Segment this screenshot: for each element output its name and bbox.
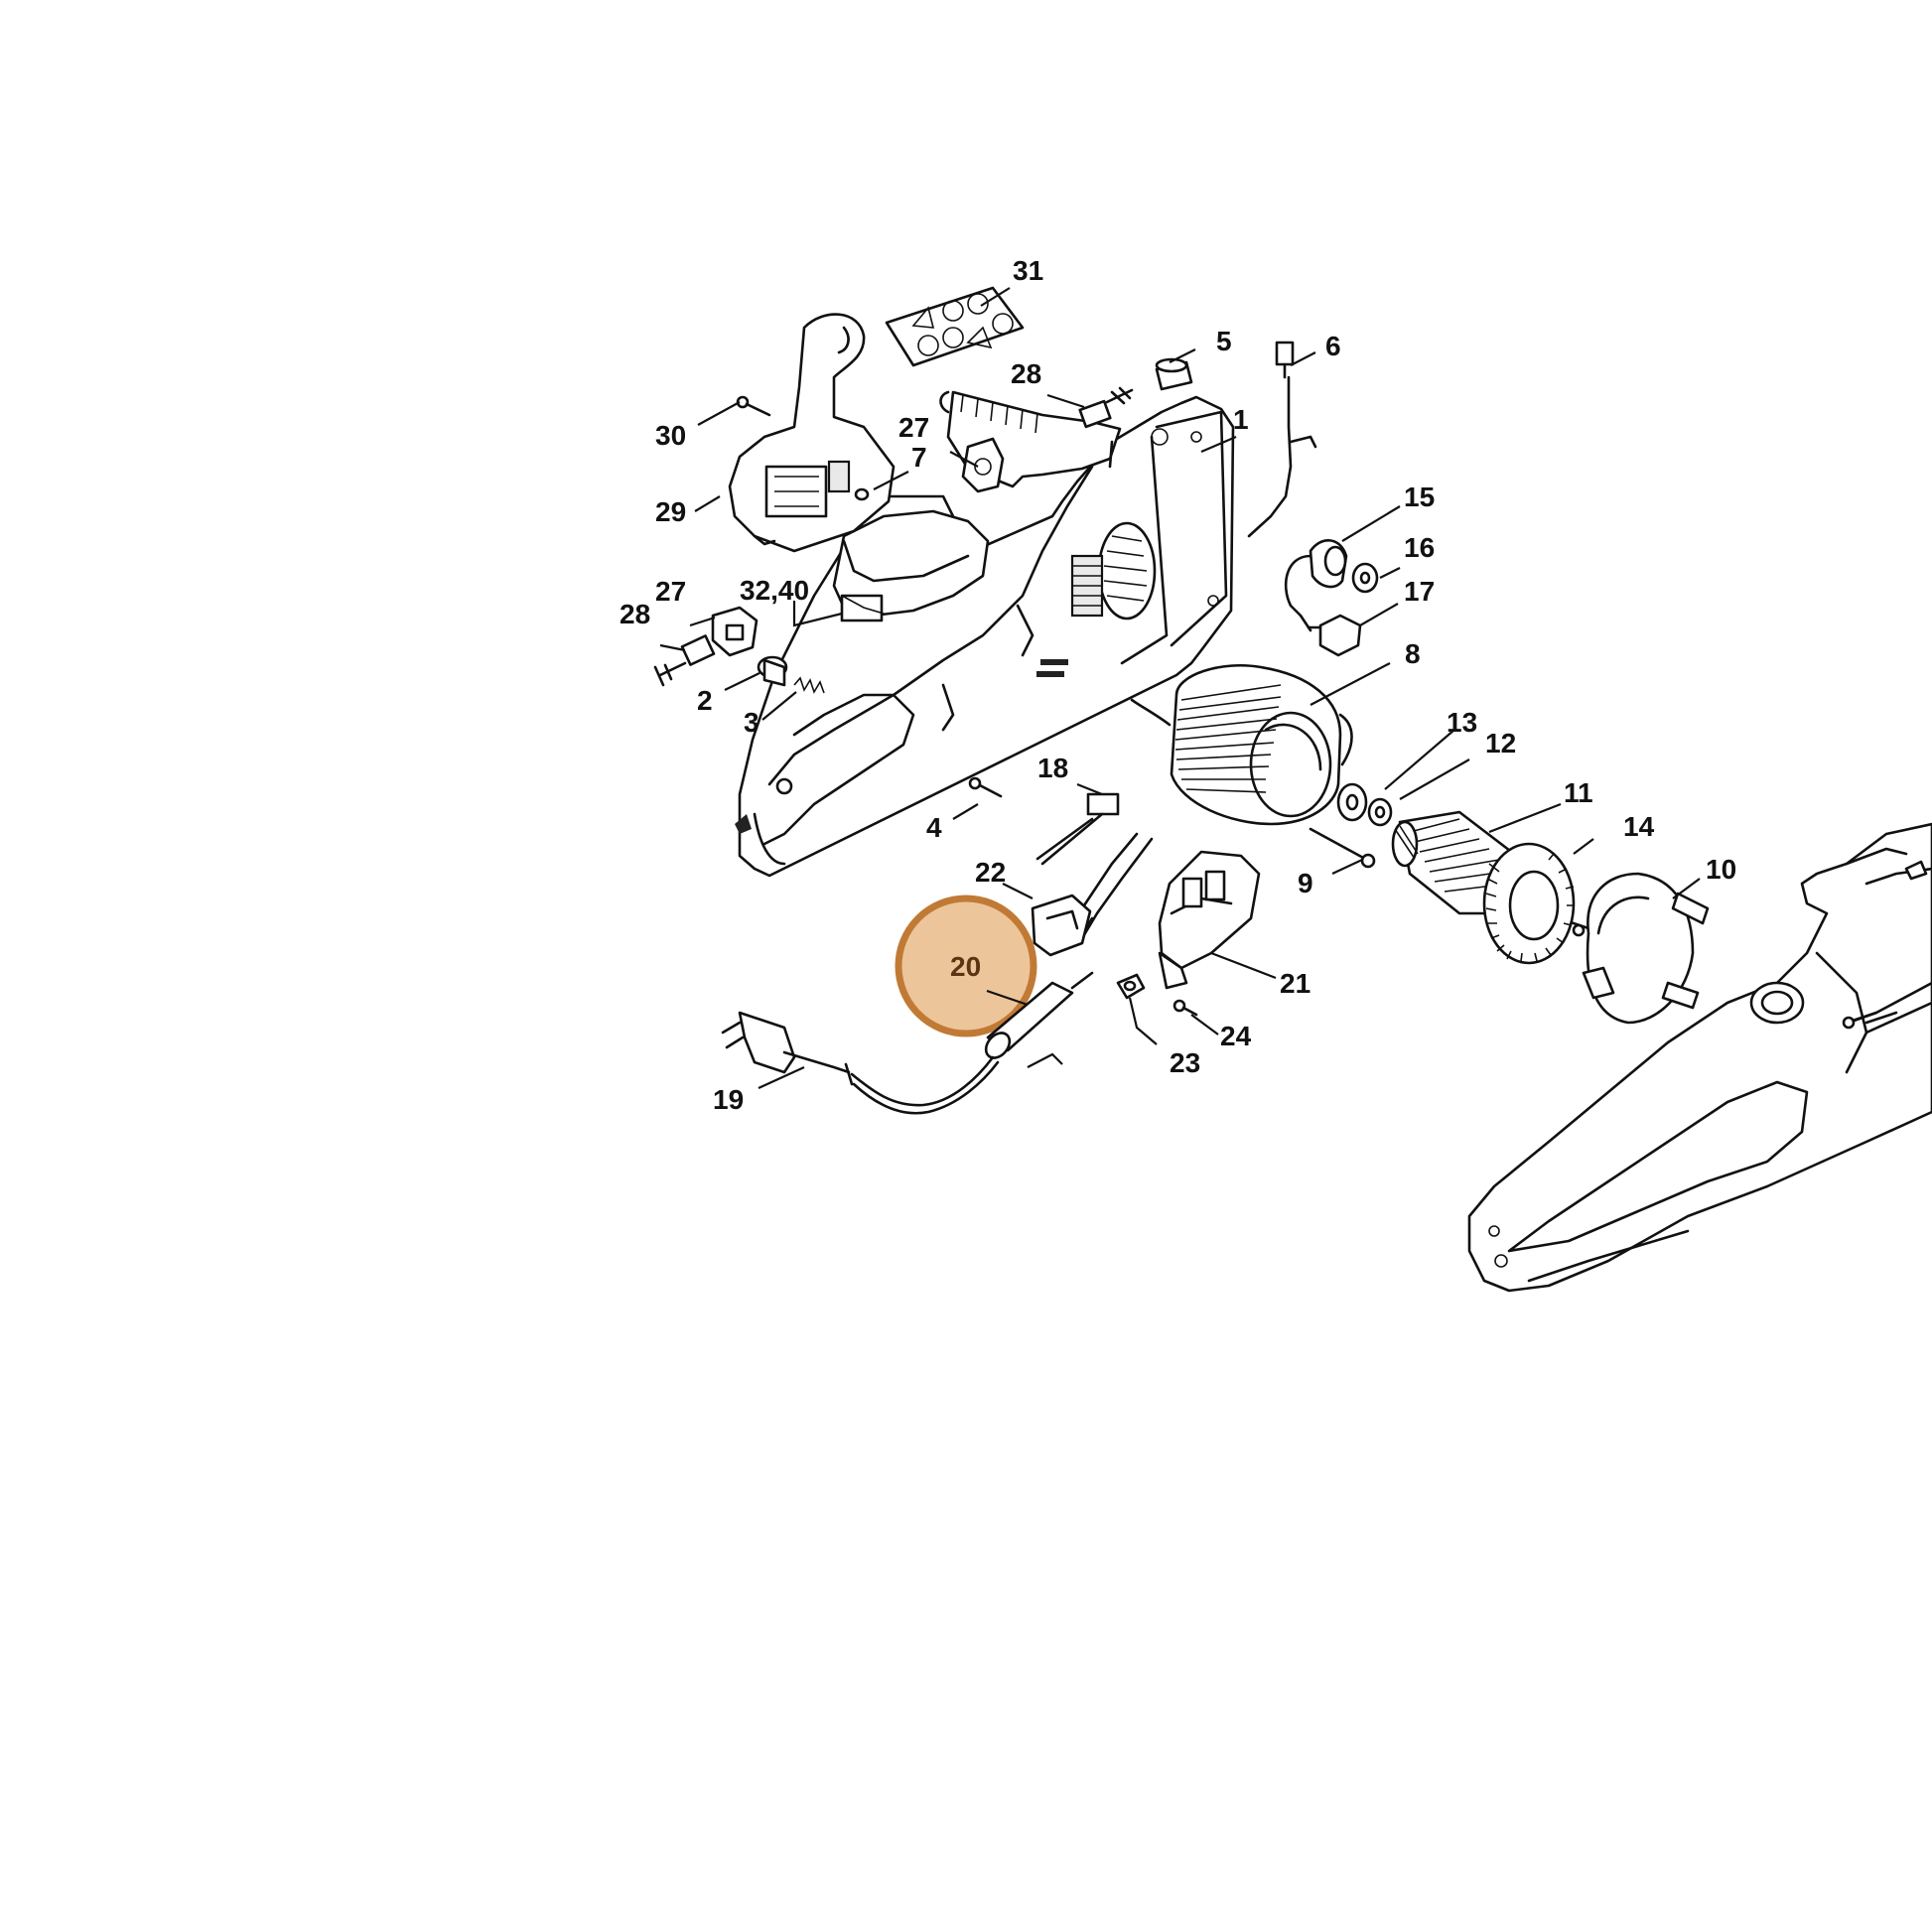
strain-relief-part-22[interactable] xyxy=(1031,894,1092,957)
label-6[interactable]: 6 xyxy=(1325,331,1341,361)
label-19[interactable]: 19 xyxy=(713,1084,744,1115)
cap-part-2[interactable] xyxy=(757,655,788,687)
label-17[interactable]: 17 xyxy=(1404,576,1435,607)
brush-part-28-top[interactable] xyxy=(1078,386,1134,429)
label-9[interactable]: 9 xyxy=(1298,868,1313,898)
switch-part-21[interactable] xyxy=(1158,850,1261,990)
label-22[interactable]: 22 xyxy=(975,857,1006,888)
label-28-top[interactable]: 28 xyxy=(1011,358,1041,389)
label-28-left[interactable]: 28 xyxy=(620,599,650,629)
cable-part-6[interactable] xyxy=(1247,341,1317,538)
label-21[interactable]: 21 xyxy=(1280,968,1311,999)
label-10[interactable]: 10 xyxy=(1706,854,1736,885)
label-1[interactable]: 1 xyxy=(1233,404,1249,435)
washer-part-16[interactable] xyxy=(1351,562,1379,594)
label-32-40[interactable]: 32,40 xyxy=(740,575,809,606)
fan-part-14[interactable] xyxy=(1482,842,1576,965)
cable-sleeve-part-20[interactable] xyxy=(981,971,1094,1062)
highlight-part-20[interactable] xyxy=(895,895,1037,1037)
label-14[interactable]: 14 xyxy=(1623,811,1655,842)
housing-cover-right xyxy=(1467,822,1932,1293)
label-15[interactable]: 15 xyxy=(1404,482,1435,512)
label-29[interactable]: 29 xyxy=(655,496,686,527)
label-11[interactable]: 11 xyxy=(1564,777,1593,808)
label-2[interactable]: 2 xyxy=(697,685,713,716)
screw-part-30[interactable] xyxy=(736,395,771,417)
label-16[interactable]: 16 xyxy=(1404,532,1435,563)
plug-part-5[interactable] xyxy=(1155,357,1193,391)
label-18[interactable]: 18 xyxy=(1037,753,1068,783)
brush-holder-part-17[interactable] xyxy=(1307,614,1362,657)
warning-label-part-31[interactable] xyxy=(885,286,1025,367)
label-24[interactable]: 24 xyxy=(1220,1021,1252,1051)
bearing-cap-part-15[interactable] xyxy=(1284,539,1348,632)
highlight-circle[interactable] xyxy=(895,895,1037,1037)
label-3[interactable]: 3 xyxy=(744,707,759,738)
screw-part-4[interactable] xyxy=(968,776,1003,798)
power-cord-part-19[interactable] xyxy=(721,1011,1000,1115)
connector-part-18[interactable] xyxy=(1035,792,1120,866)
stator-part-8[interactable] xyxy=(1130,663,1353,826)
part-labels: 31 5 6 28 1 30 27 7 29 15 16 17 27 32,40… xyxy=(620,255,1736,1115)
label-27-top[interactable]: 27 xyxy=(898,412,929,443)
rear-handle-part-29[interactable] xyxy=(728,313,896,553)
brush-holder-part-27-left[interactable] xyxy=(711,606,759,657)
label-23[interactable]: 23 xyxy=(1170,1047,1200,1078)
screw-right xyxy=(1842,1011,1878,1030)
screws-part-32-40[interactable] xyxy=(841,595,885,615)
brush-part-28-left[interactable] xyxy=(653,634,716,687)
washer-part-12[interactable] xyxy=(1367,797,1393,827)
washer-part-7[interactable] xyxy=(854,487,870,501)
label-8[interactable]: 8 xyxy=(1405,638,1421,669)
label-30[interactable]: 30 xyxy=(655,420,686,451)
label-7[interactable]: 7 xyxy=(911,442,927,473)
screw-part-24[interactable] xyxy=(1173,999,1198,1017)
bearing-part-13[interactable] xyxy=(1336,782,1368,822)
label-20[interactable]: 20 xyxy=(950,951,981,982)
brush-holder-part-27-top[interactable] xyxy=(961,437,1005,493)
label-12[interactable]: 12 xyxy=(1485,728,1516,759)
label-5[interactable]: 5 xyxy=(1216,326,1232,356)
screw-part-9[interactable] xyxy=(1309,827,1376,869)
leader-lines xyxy=(659,287,1701,1090)
label-4[interactable]: 4 xyxy=(926,812,942,843)
clamp-part-23[interactable] xyxy=(1116,973,1146,1000)
fan-cover-part-10[interactable] xyxy=(1582,872,1710,1025)
label-13[interactable]: 13 xyxy=(1447,707,1477,738)
spring-part-3[interactable] xyxy=(793,676,825,694)
label-27-left[interactable]: 27 xyxy=(655,576,686,607)
label-31[interactable]: 31 xyxy=(1013,255,1043,286)
